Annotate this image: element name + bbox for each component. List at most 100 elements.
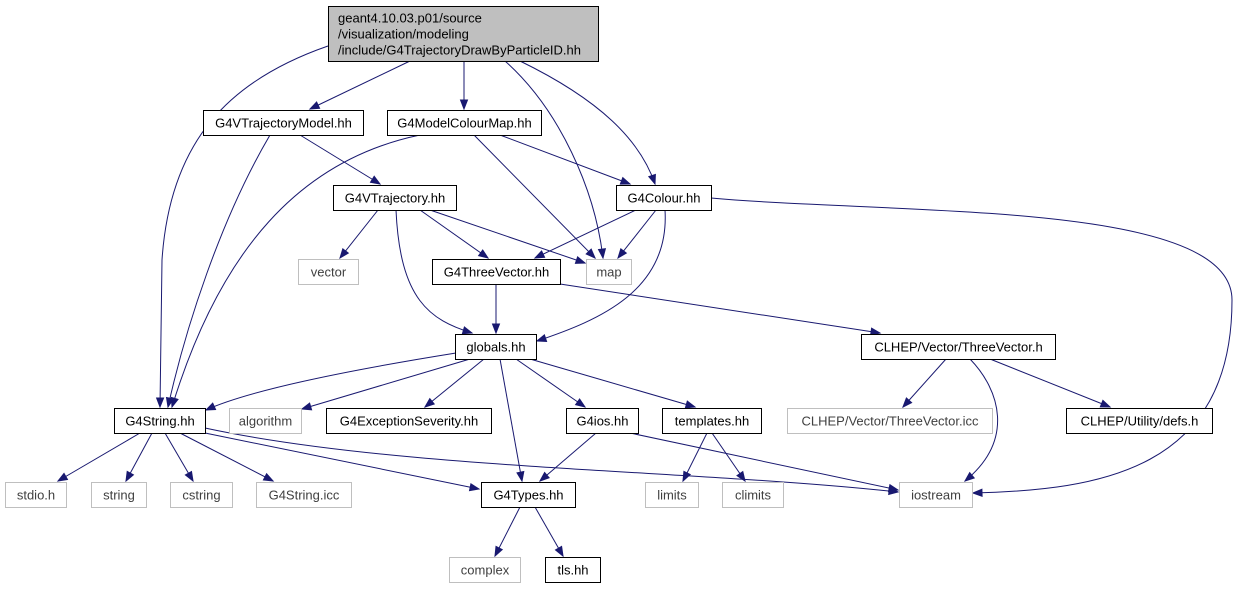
edge-line — [419, 209, 489, 259]
node-map[interactable]: map — [586, 259, 632, 285]
node-g4string[interactable]: G4String.hh — [114, 408, 206, 434]
edge-line — [204, 432, 480, 490]
node-label: G4ios.hh — [576, 414, 628, 429]
edge-arrowhead — [459, 99, 469, 111]
edge-g4colour-to-g4threevector — [533, 209, 637, 259]
edge-line — [617, 209, 657, 259]
node-label: templates.hh — [675, 414, 749, 429]
node-limits[interactable]: limits — [645, 482, 699, 508]
edge-arrowhead — [339, 247, 350, 260]
node-label: algorithm — [239, 414, 292, 429]
node-g4types[interactable]: G4Types.hh — [481, 482, 576, 508]
node-g4threevector[interactable]: G4ThreeVector.hh — [432, 259, 561, 285]
node-g4vtrajectory[interactable]: G4VTrajectory.hh — [333, 185, 457, 211]
edge-arrowhead — [125, 470, 135, 483]
node-g4exceptionseverity[interactable]: G4ExceptionSeverity.hh — [326, 408, 492, 434]
node-clhep_threevector[interactable]: CLHEP/Vector/ThreeVector.h — [861, 334, 1056, 360]
node-label: vector — [311, 265, 347, 280]
edge-arrowhead — [262, 472, 275, 482]
node-box — [326, 408, 492, 434]
edges-layer — [56, 45, 1233, 558]
node-box — [91, 482, 147, 508]
edge-line — [989, 358, 1111, 408]
node-g4modelcolourmap[interactable]: G4ModelColourMap.hh — [387, 110, 542, 136]
edge-line — [159, 45, 329, 408]
edge-g4string-to-cstring — [164, 432, 194, 483]
edge-arrowhead — [1099, 399, 1112, 408]
node-g4vtrajectorymodel[interactable]: G4VTrajectoryModel.hh — [203, 110, 364, 136]
node-box — [328, 6, 599, 62]
edge-line — [179, 432, 274, 482]
edge-arrowhead — [887, 483, 900, 493]
edge-arrowhead — [574, 398, 587, 408]
nodes-layer: geant4.10.03.p01/source/visualization/mo… — [5, 6, 1213, 583]
node-string[interactable]: string — [91, 482, 147, 508]
node-box — [899, 482, 973, 508]
edge-arrowhead — [516, 470, 525, 483]
node-box — [455, 334, 537, 360]
node-globals[interactable]: globals.hh — [455, 334, 537, 360]
edge-arrowhead — [682, 470, 692, 483]
node-tls[interactable]: tls.hh — [545, 557, 601, 583]
edge-g4modelcolourmap-to-g4colour — [499, 134, 632, 185]
node-box — [432, 259, 561, 285]
node-box — [449, 557, 521, 583]
edge-g4string-to-g4types — [204, 432, 481, 492]
edge-line — [429, 209, 586, 264]
node-box — [5, 482, 67, 508]
edge-line — [57, 432, 141, 482]
edge-globals-to-g4ios — [515, 358, 587, 408]
edge-line — [424, 358, 485, 408]
node-iostream[interactable]: iostream — [899, 482, 973, 508]
node-root[interactable]: geant4.10.03.p01/source/visualization/mo… — [328, 6, 599, 62]
node-templates[interactable]: templates.hh — [662, 408, 762, 434]
node-algorithm[interactable]: algorithm — [229, 408, 302, 434]
edge-line — [299, 134, 381, 185]
node-g4ios[interactable]: G4ios.hh — [566, 408, 639, 434]
edge-line — [539, 432, 597, 482]
edge-arrowhead — [170, 396, 179, 409]
node-box — [170, 482, 233, 508]
node-box — [616, 185, 712, 211]
edge-g4vtrajectorymodel-to-g4string — [165, 134, 271, 409]
node-cstring[interactable]: cstring — [170, 482, 233, 508]
edge-arrowhead — [423, 397, 436, 408]
edge-arrowhead — [494, 545, 504, 558]
edge-g4colour-to-globals — [535, 209, 666, 343]
node-box — [333, 185, 457, 211]
node-complex[interactable]: complex — [449, 557, 521, 583]
edge-line — [529, 358, 696, 408]
edge-line — [629, 432, 899, 491]
edge-line — [515, 358, 586, 408]
edge-line — [499, 134, 631, 185]
node-climits[interactable]: climits — [722, 482, 784, 508]
node-g4string_icc[interactable]: G4String.icc — [256, 482, 352, 508]
edge-arrowhead — [554, 545, 564, 558]
node-label: /visualization/modeling — [338, 27, 469, 42]
node-label: climits — [735, 488, 772, 503]
edge-line — [167, 134, 271, 408]
node-stdio[interactable]: stdio.h — [5, 482, 67, 508]
node-g4colour[interactable]: G4Colour.hh — [616, 185, 712, 211]
edge-line — [536, 209, 666, 342]
node-box — [229, 408, 302, 434]
edge-arrowhead — [647, 173, 656, 186]
node-vector[interactable]: vector — [298, 259, 359, 285]
edge-arrowhead — [902, 397, 913, 409]
node-clhep_threevector_icc[interactable]: CLHEP/Vector/ThreeVector.icc — [787, 408, 993, 434]
node-box — [645, 482, 699, 508]
edge-arrowhead — [155, 397, 165, 409]
edge-arrowhead — [477, 249, 490, 259]
edge-line — [710, 197, 1233, 494]
edge-g4vtrajectory-to-vector — [339, 209, 379, 260]
node-clhep_defs[interactable]: CLHEP/Utility/defs.h — [1066, 408, 1213, 434]
node-label: tls.hh — [557, 563, 588, 578]
node-label: complex — [461, 563, 510, 578]
node-label: geant4.10.03.p01/source — [338, 11, 482, 26]
node-label: G4ModelColourMap.hh — [397, 116, 531, 131]
edge-line — [473, 134, 596, 259]
node-label: G4VTrajectory.hh — [345, 191, 445, 206]
edge-g4string-to-stdio — [56, 432, 141, 482]
node-label: globals.hh — [466, 340, 525, 355]
edge-clhep_threevector-to-clhep_defs — [989, 358, 1112, 408]
